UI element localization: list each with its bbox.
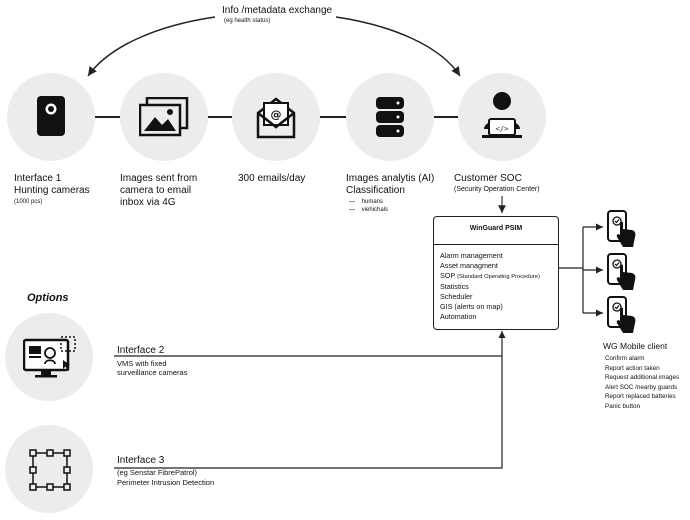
psim-box: WinGuard PSIM Alarm management Asset man…: [433, 216, 559, 330]
psim-items: Alarm management Asset managment SOP (St…: [440, 251, 540, 322]
node-interface3: [5, 425, 93, 513]
interface3-desc1: (eg Senstar FibrePatrol): [117, 468, 198, 477]
database-icon: [376, 97, 404, 137]
exchange-arc-right: [335, 16, 461, 77]
mobile-touch-icon: [607, 296, 636, 333]
mobile-features: Confirm alarm Report action taken Reques…: [605, 354, 679, 411]
email-icon: @: [256, 97, 296, 139]
exchange-sublabel: (eg health status): [224, 18, 271, 24]
psim-item: Automation: [440, 312, 477, 321]
mobile-feature: Alert SOC /nearby guards: [605, 383, 678, 391]
mobile-feature: Request additional images: [605, 374, 680, 381]
mobile-feature: Confirm alarm: [605, 355, 645, 362]
psim-item: Statistics: [440, 282, 469, 291]
monitor-vms-icon: [23, 336, 76, 378]
psim-item: GIS (alerts on map): [440, 302, 503, 311]
mobile-touch-icon: [607, 210, 636, 247]
psim-item: Asset managment: [440, 261, 498, 270]
mobile-feature: Panic button: [605, 402, 641, 410]
node-images: [120, 73, 208, 161]
node4-bullet2: — viehichals: [349, 207, 389, 213]
node2-line3: inbox via 4G: [120, 197, 176, 208]
interface3-title: Interface 3: [117, 455, 165, 466]
interface2-to-psim: [114, 331, 506, 357]
node2-line1: Images sent from: [120, 173, 198, 184]
interface3-to-psim: [114, 356, 503, 469]
perimeter-fence-icon: [29, 449, 71, 491]
exchange-label: Info /metadata exchange: [222, 5, 333, 16]
mobile-feature: Report replaced batteries: [605, 393, 676, 400]
interface3-desc2: Perimeter Intrusion Detection: [117, 478, 215, 487]
node-hunting-cameras: [7, 73, 95, 161]
interface2-desc1: VMS with fixed: [117, 359, 167, 368]
interface2-title: Interface 2: [117, 345, 165, 356]
psim-item: Scheduler: [440, 292, 473, 301]
interface2-desc2: surveillance cameras: [117, 368, 188, 377]
mobile-title: WG Mobile client: [603, 341, 668, 351]
psim-item: Alarm management: [440, 251, 503, 260]
node-database: [346, 73, 434, 161]
mobile-feature: Report action taken: [605, 364, 660, 372]
images-icon: [139, 97, 189, 137]
psim-divider: [434, 244, 558, 245]
node1-line2: Hunting cameras: [14, 185, 90, 196]
soc-operator-icon: </>: [482, 92, 522, 138]
psim-title: WinGuard PSIM: [469, 225, 523, 232]
node4-line2: Classification: [346, 185, 405, 196]
node1-title: Interface 1: [14, 173, 62, 184]
node3-line1: 300 emails/day: [238, 173, 306, 184]
node4-line1: Images analytis (AI): [346, 173, 435, 184]
svg-text:@: @: [271, 108, 282, 121]
exchange-arc-left: [87, 16, 216, 77]
node4-bullet1: — humans: [349, 199, 384, 205]
node2-line2: camera to email: [120, 185, 192, 196]
node5-sub: (Security Operation Center): [454, 186, 540, 193]
node-email: @: [232, 73, 320, 161]
webcam-icon: [37, 96, 65, 136]
node-interface2: [5, 313, 93, 401]
options-heading: Options: [27, 292, 69, 304]
node5-title: Customer SOC: [454, 173, 522, 184]
node-soc: </>: [458, 73, 546, 161]
mobile-touch-icon: [607, 253, 636, 290]
svg-text:</>: </>: [496, 125, 509, 133]
node1-sub: (1000 pcs): [14, 199, 43, 205]
psim-item-sop: SOP (Standard Operating Procedure): [440, 271, 540, 280]
